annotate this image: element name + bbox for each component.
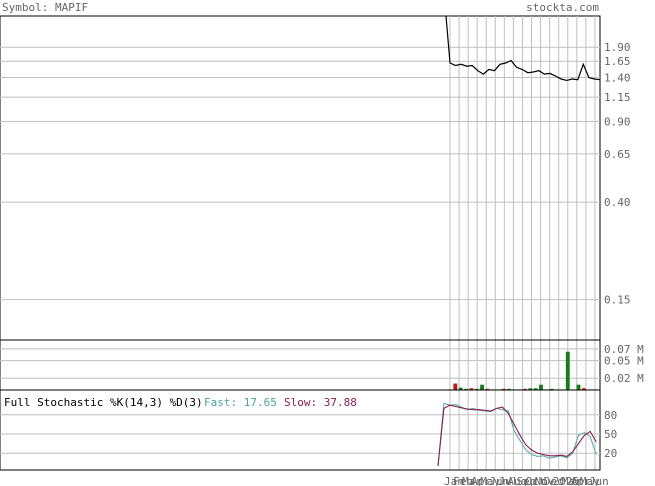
price-panel-frame: [0, 15, 601, 341]
volume-bar: [549, 388, 554, 390]
month-label: Jun: [589, 475, 609, 486]
volume-bar: [581, 388, 586, 390]
stochastic-panel-frame: [0, 389, 601, 471]
volume-bar: [506, 388, 511, 390]
volume-bar: [523, 388, 527, 390]
stochastic-tick-label: 80: [604, 409, 617, 422]
volume-bar: [528, 388, 533, 390]
price-tick-label: 0.90: [604, 115, 631, 128]
price-tick-label: 0.40: [604, 196, 631, 209]
month-label: Oct: [526, 475, 546, 486]
month-label: Apr: [471, 475, 491, 486]
volume-panel: 0.07 M0.05 M 0.02 M: [0, 339, 644, 391]
month-label: Dec: [544, 475, 564, 486]
volume-bar: [485, 388, 490, 390]
month-label: Mar: [462, 475, 482, 486]
price-tick-label: 1.90: [604, 41, 631, 54]
volume-bars: [448, 351, 597, 390]
month-label: Mar: [562, 475, 582, 486]
price-tick-label: 1.40: [604, 72, 631, 85]
volume-bar: [469, 388, 474, 390]
price-panel: 1.901.65 1.40 1.15 0.90 0.65 0.40 0.15: [0, 15, 631, 470]
month-label: May: [580, 475, 600, 486]
price-series-line: [445, 15, 601, 82]
month-label: 2025: [553, 475, 580, 486]
price-tick-label: 0.65: [604, 148, 631, 161]
month-label: Jul: [498, 475, 518, 486]
price-tick-label: 1.15: [604, 91, 631, 104]
month-label: May: [480, 475, 500, 486]
volume-bar: [480, 384, 484, 390]
stochastic-ticks: 80 50 20: [604, 409, 617, 460]
month-label: Feb: [453, 475, 473, 486]
stochastic-lines: [437, 402, 597, 467]
volume-bar: [453, 383, 458, 390]
volume-bar: [501, 388, 506, 390]
price-ticks: 1.901.65 1.40 1.15 0.90 0.65 0.40 0.15: [604, 41, 631, 306]
stochastic-slow-label: Slow: 37.88: [284, 396, 357, 409]
volume-tick-label: 0.02 M: [604, 372, 644, 385]
price-tick-label: 0.15: [604, 294, 631, 307]
volume-bar: [576, 384, 581, 390]
stochastic-fast-label: Fast: 17.65: [204, 396, 277, 409]
month-label: Aug: [507, 475, 527, 486]
stochastic-fast-line: [437, 402, 597, 467]
month-label: Apr: [571, 475, 591, 486]
stochastic-panel: 80 50 20 Full Stochastic %K(14,3) %D(3) Fa…: [0, 389, 617, 471]
stochastic-tick-label: 50: [604, 428, 617, 441]
price-tick-label: 1.65: [604, 55, 631, 68]
price-grid: [0, 46, 600, 301]
volume-ticks: 0.07 M0.05 M 0.02 M: [604, 343, 644, 385]
stochastic-grid: [0, 414, 600, 454]
month-grid: [449, 16, 596, 470]
stochastic-slow-line: [437, 404, 597, 467]
volume-bar: [533, 388, 538, 390]
volume-bar: [458, 387, 463, 390]
month-labels: JanFebMarAprMayJunJulAugSepOctNovDec2025…: [444, 475, 609, 486]
stochastic-title: Full Stochastic %K(14,3) %D(3): [4, 396, 203, 409]
volume-bar: [474, 388, 479, 390]
site-label[interactable]: stockta.com: [526, 1, 599, 14]
volume-bar: [539, 384, 543, 390]
month-label: Sep: [516, 475, 536, 486]
volume-tick-label: 0.05 M: [604, 355, 644, 368]
volume-tick-label: 0.07 M: [604, 343, 644, 356]
symbol-label: Symbol: MAPIF: [2, 1, 88, 14]
month-label: Jan: [444, 475, 464, 486]
stochastic-tick-label: 20: [604, 447, 617, 460]
month-label: Jun: [489, 475, 509, 486]
volume-panel-frame: [0, 339, 601, 391]
volume-bar: [464, 388, 468, 390]
volume-bar: [565, 351, 570, 390]
volume-grid: [0, 348, 600, 379]
month-label: Nov: [535, 475, 555, 486]
price-line: [445, 15, 601, 82]
